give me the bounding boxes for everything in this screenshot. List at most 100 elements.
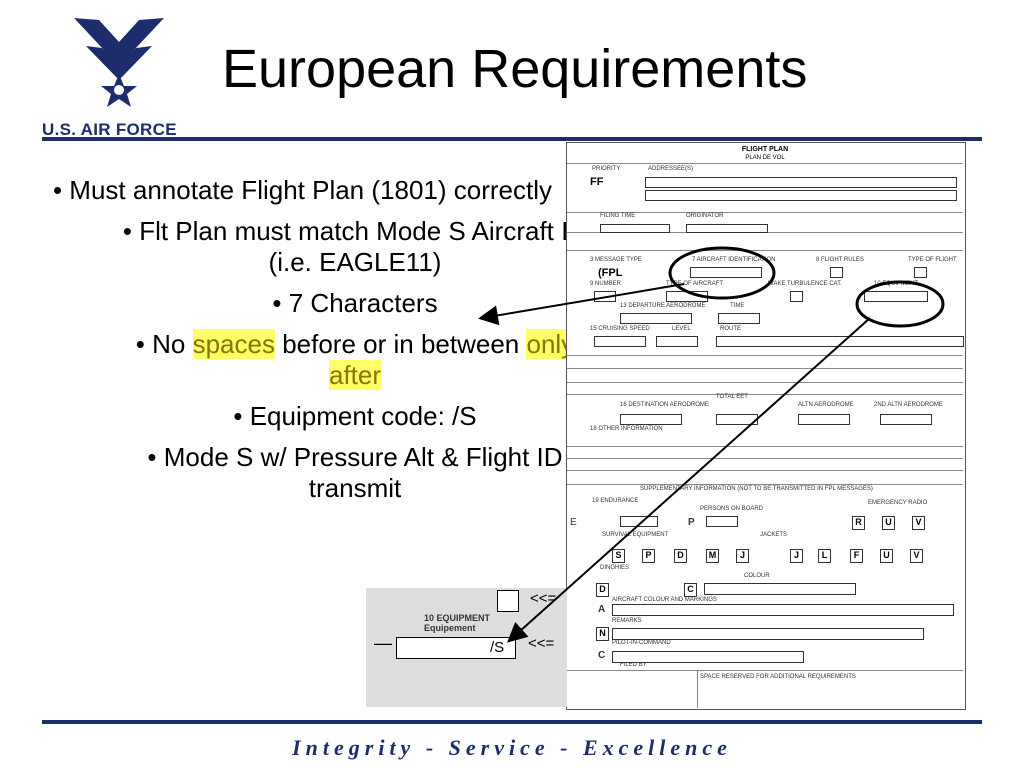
- cruising-field: [594, 336, 646, 347]
- arrow-to-equipment-icon: [507, 317, 871, 643]
- label-altn: ALTN AERODROME: [798, 402, 854, 408]
- bullet-mode-s-match: • Flt Plan must match Mode S Aircraft ID…: [122, 216, 588, 277]
- label-route: ROUTE: [720, 326, 741, 332]
- label-endurance: 19 ENDURANCE: [592, 498, 639, 504]
- bullet-equipment-code: • Equipment code: /S: [233, 401, 477, 431]
- label-departure: 13 DEPARTURE AERODROME: [620, 303, 706, 309]
- zoom-checkbox: [497, 590, 519, 612]
- label-survival: SURVIVAL EQUIPMENT: [602, 532, 669, 538]
- bullet-list: • Must annotate Flight Plan (1801) corre…: [30, 175, 587, 514]
- form-line: [567, 163, 963, 164]
- zoom-equipment-value: /S: [490, 639, 505, 656]
- equipment-circle: [855, 280, 945, 328]
- altn-field: [798, 414, 850, 425]
- bullet-annotate: • Must annotate Flight Plan (1801) corre…: [52, 175, 552, 205]
- label-originator: ORIGINATOR: [686, 213, 724, 219]
- code-c2: C: [598, 650, 606, 661]
- code-box-l: L: [818, 549, 831, 563]
- label-dinghies: DINGHIES: [600, 565, 630, 571]
- form-line: [697, 670, 698, 708]
- code-box-p: P: [642, 549, 655, 563]
- code-box-v: V: [912, 516, 925, 530]
- label-flight-rules: 8 FLIGHT RULES: [816, 257, 864, 263]
- code-box-r: R: [852, 516, 865, 530]
- label-persons: PERSONS ON BOARD: [700, 506, 764, 512]
- label-filed-by: FILED BY: [620, 662, 647, 668]
- label-time: TIME: [730, 303, 745, 309]
- code-box-n: N: [596, 627, 609, 641]
- code-box-f: F: [850, 549, 863, 563]
- usaf-logo: U.S. AIR FORCE: [42, 8, 202, 139]
- aircraft-id-circle: [668, 246, 776, 300]
- label-wake: WAKE TURBULENCE CAT.: [768, 281, 842, 287]
- wake-field: [790, 291, 803, 302]
- code-box-u2: U: [880, 549, 893, 563]
- zoom-dash: —: [374, 633, 392, 653]
- bullet-seven-chars: • 7 Characters: [272, 288, 438, 318]
- code-box-v2: V: [910, 549, 923, 563]
- label-number: 9 NUMBER: [590, 281, 622, 287]
- bullet-no-spaces-pre: • No: [135, 329, 193, 359]
- form-line: [567, 470, 963, 471]
- arrow-to-aircraft-id-icon: [478, 283, 685, 326]
- label-message-type: 3 MESSAGE TYPE: [590, 257, 642, 263]
- label-total-eet: TOTAL EET: [716, 394, 748, 400]
- zoom-arrow-icon: <<=: [530, 590, 557, 607]
- code-box-c: C: [684, 583, 697, 597]
- form-line: [567, 458, 963, 459]
- code-a: A: [598, 604, 606, 615]
- top-divider: [42, 137, 982, 141]
- label-type-aircraft: TYPE OF AIRCRAFT: [666, 281, 724, 287]
- form-subtitle: PLAN DE VOL: [745, 155, 785, 161]
- addressee-field: [645, 177, 957, 188]
- second-altn-field: [880, 414, 932, 425]
- bullet-mode-s-transmit: • Mode S w/ Pressure Alt & Flight ID tra…: [147, 442, 563, 503]
- pic-field: [612, 651, 804, 663]
- destination-field: [620, 414, 682, 425]
- zoom-equipment-field: [396, 637, 516, 659]
- label-priority: PRIORITY: [592, 166, 621, 172]
- label-destination: 16 DESTINATION AERODROME: [620, 402, 709, 408]
- zoom-label-line2: Equipement: [424, 623, 476, 633]
- code-box-d2: D: [596, 583, 609, 597]
- form-line: [567, 212, 963, 213]
- code-box-j2: J: [790, 549, 803, 563]
- code-box-s: S: [612, 549, 625, 563]
- label-type-of-flight: TYPE OF FLIGHT: [908, 257, 957, 263]
- label-second-altn: 2ND ALTN AERODROME: [874, 402, 943, 408]
- label-emergency: EMERGENCY RADIO: [868, 500, 928, 506]
- endurance-field: [620, 516, 658, 527]
- label-filing-time: FILING TIME: [600, 213, 636, 219]
- highlight-spaces: spaces: [192, 329, 275, 359]
- type-of-flight-field: [914, 267, 927, 278]
- page-title: European Requirements: [222, 39, 808, 99]
- form-line: [567, 670, 963, 671]
- label-colour: COLOUR: [744, 573, 770, 579]
- label-supplementary: SUPPLEMENTARY INFORMATION (NOT TO BE TRA…: [640, 486, 873, 492]
- logo-text: U.S. AIR FORCE: [42, 120, 177, 139]
- fpl-code: (FPL: [598, 267, 623, 279]
- route-field: [716, 336, 964, 347]
- form-line: [567, 382, 963, 383]
- code-box-j: J: [736, 549, 749, 563]
- form-line: [567, 394, 963, 395]
- filing-time-field: [600, 224, 670, 233]
- label-other-info: 18 OTHER INFORMATION: [590, 426, 663, 432]
- form-line: [567, 355, 963, 356]
- level-field: [656, 336, 698, 347]
- form-line: [567, 368, 963, 369]
- code-box-d: D: [674, 549, 687, 563]
- code-box-m: M: [706, 549, 719, 563]
- flight-rules-field: [830, 267, 843, 278]
- remarks-field: [612, 628, 924, 640]
- usaf-wings-icon: [74, 18, 164, 107]
- equipment-field: [864, 291, 928, 302]
- code-p: P: [688, 517, 695, 528]
- label-remarks: REMARKS: [612, 618, 642, 624]
- label-aircraft-id: 7 AIRCRAFT IDENTIFICATION: [692, 257, 776, 263]
- zoom-arrow-icon: <<=: [528, 635, 555, 652]
- label-aircraft-colour: AIRCRAFT COLOUR AND MARKINGS: [612, 597, 717, 603]
- bullet-no-spaces-mid: before or in between: [274, 329, 527, 359]
- zoom-label-line1: 10 EQUIPMENT: [424, 613, 491, 623]
